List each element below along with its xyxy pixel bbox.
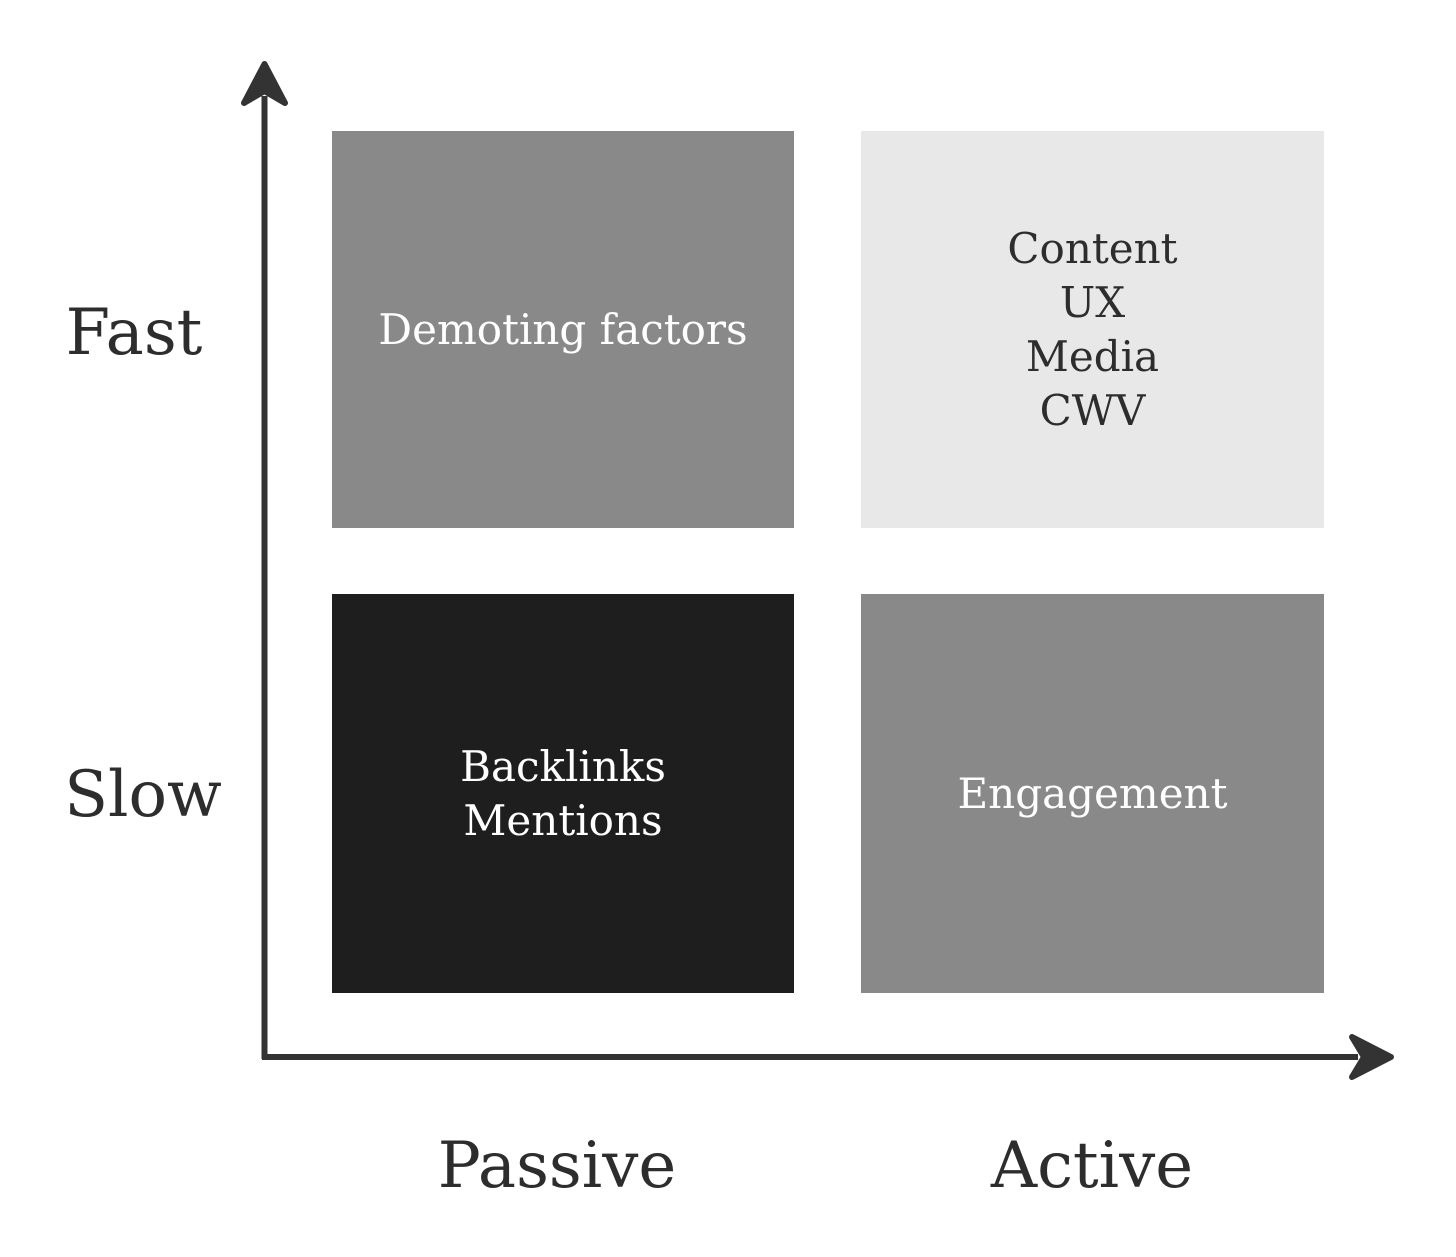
quadrant-text-line: Content xyxy=(1007,223,1178,273)
quadrant-engagement-label: Engagement xyxy=(958,767,1228,821)
quadrant-demoting-factors: Demoting factors xyxy=(332,131,794,528)
quadrant-text-line: Engagement xyxy=(957,768,1228,818)
quadrant-engagement: Engagement xyxy=(861,594,1324,993)
x-axis-label-active: Active xyxy=(990,1129,1194,1203)
quadrant-backlinks-mentions-label: Backlinks Mentions xyxy=(460,740,666,848)
x-axis-arrowhead-icon xyxy=(1349,1034,1394,1080)
quadrant-content-ux-media-cwv-label: Content UX Media CWV xyxy=(1007,222,1177,438)
y-axis-label-slow: Slow xyxy=(64,758,222,832)
quadrant-content-ux-media-cwv: Content UX Media CWV xyxy=(861,131,1324,528)
y-axis-arrowhead-icon xyxy=(241,61,288,106)
x-axis xyxy=(262,1034,1394,1080)
x-axis-label-passive: Passive xyxy=(437,1129,677,1203)
quadrant-backlinks-mentions: Backlinks Mentions xyxy=(332,594,794,993)
quadrant-text-line: Backlinks xyxy=(460,741,666,791)
quadrant-text-line: Demoting factors xyxy=(378,304,748,354)
y-axis-label-fast: Fast xyxy=(65,296,203,370)
quadrant-text-line: UX xyxy=(1059,277,1126,327)
y-axis xyxy=(241,61,288,1059)
quadrant-text-line: Mentions xyxy=(463,795,663,845)
quadrant-demoting-factors-label: Demoting factors xyxy=(378,303,747,357)
quadrant-text-line: CWV xyxy=(1039,385,1146,435)
quadrant-text-line: Media xyxy=(1025,331,1160,381)
